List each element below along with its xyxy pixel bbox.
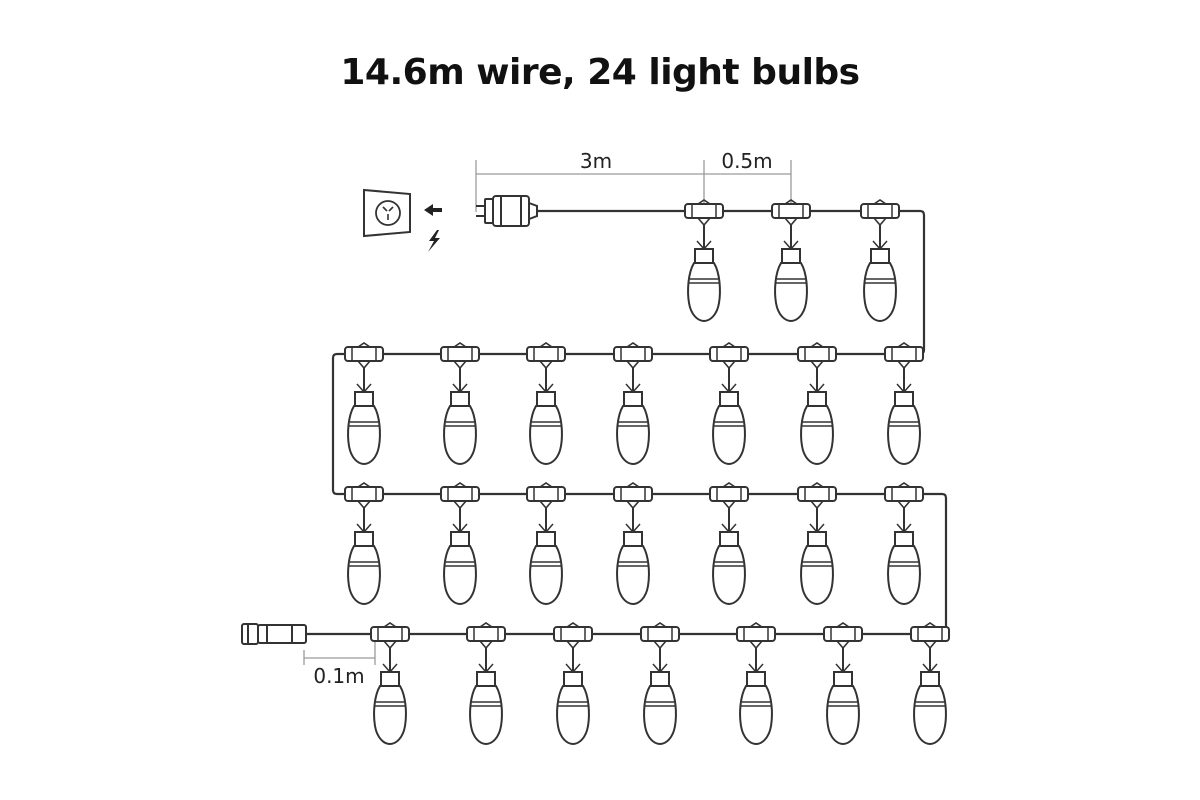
light-bulb	[640, 622, 680, 746]
bulb-spacing-label: 0.5m	[721, 149, 772, 173]
end-connector-icon	[241, 623, 307, 645]
light-bulb	[771, 199, 811, 323]
lightning-icon	[428, 230, 440, 252]
light-bulb	[884, 482, 924, 606]
bulbs-group	[344, 199, 950, 746]
light-bulb	[613, 482, 653, 606]
light-bulb	[526, 482, 566, 606]
light-bulb	[526, 342, 566, 466]
diagram-title: 14.6m wire, 24 light bulbs	[340, 52, 860, 93]
light-bulb	[344, 482, 384, 606]
wire	[306, 209, 948, 636]
arrow-left-icon	[424, 204, 442, 216]
plug-icon	[476, 195, 538, 227]
light-bulb	[910, 622, 950, 746]
light-bulb	[709, 342, 749, 466]
light-bulb	[440, 482, 480, 606]
light-bulb	[553, 622, 593, 746]
light-bulb	[797, 342, 837, 466]
power-outlet-icon	[363, 188, 411, 238]
light-bulb	[709, 482, 749, 606]
light-bulb	[370, 622, 410, 746]
light-bulb	[466, 622, 506, 746]
dimension-lines	[303, 160, 792, 665]
light-bulb	[613, 342, 653, 466]
light-bulb	[344, 342, 384, 466]
light-bulb	[440, 342, 480, 466]
light-bulb	[736, 622, 776, 746]
light-bulb	[860, 199, 900, 323]
light-bulb	[823, 622, 863, 746]
end-length-label: 0.1m	[313, 664, 364, 688]
light-bulb	[797, 482, 837, 606]
light-bulb	[684, 199, 724, 323]
lead-length-label: 3m	[580, 149, 612, 173]
light-bulb	[884, 342, 924, 466]
